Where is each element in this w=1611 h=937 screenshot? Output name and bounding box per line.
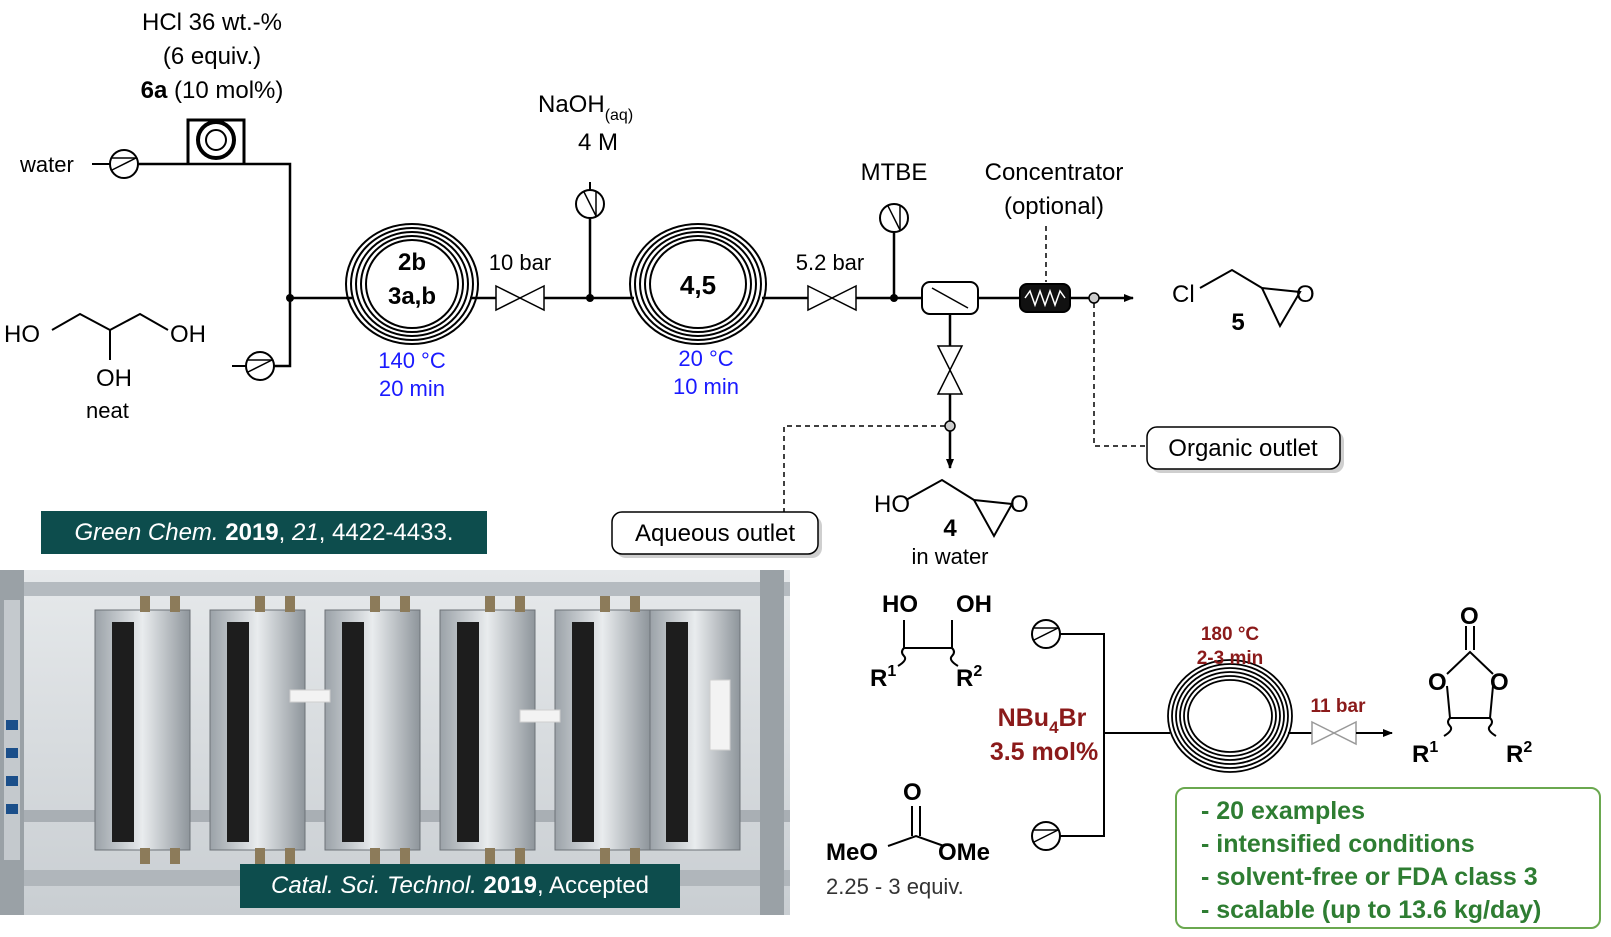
svg-text:MeO: MeO xyxy=(826,839,878,866)
svg-text:(6 equiv.): (6 equiv.) xyxy=(163,43,261,70)
reactor1-label-bottom: 3a,b xyxy=(388,283,436,310)
svg-text:O: O xyxy=(903,779,922,806)
neat-label: neat xyxy=(86,398,129,423)
back-pressure-valve-2-icon xyxy=(807,284,857,312)
feed-line-top xyxy=(138,162,292,298)
feed-line-bottom xyxy=(274,298,292,368)
concentrator-label: Concentrator xyxy=(985,159,1124,186)
feature-item: - intensified conditions xyxy=(1201,830,1475,858)
reactor1-time: 20 min xyxy=(379,376,445,401)
svg-text:HCl 36 wt.-%: HCl 36 wt.-% xyxy=(142,9,282,36)
reactor3-time: 2-3 min xyxy=(1197,648,1264,669)
svg-text:3.5 mol%: 3.5 mol% xyxy=(990,738,1098,766)
catalyst-label: NBu4Br 3.5 mol% xyxy=(990,704,1098,766)
back-pressure-valve-3-icon xyxy=(1311,720,1357,746)
membrane-separator-icon xyxy=(921,281,979,315)
pressure-label-3: 11 bar xyxy=(1311,696,1367,717)
mtbe-pump-icon xyxy=(879,203,909,233)
svg-text:Cl: Cl xyxy=(1172,281,1195,308)
product-4-medium: in water xyxy=(911,544,988,569)
water-label: water xyxy=(19,152,74,177)
svg-text:HO: HO xyxy=(874,491,910,518)
organic-leader xyxy=(1093,303,1147,447)
green-chem-reference: Green Chem. 2019, 21, 4422-4433. xyxy=(41,511,487,554)
organic-sample-point xyxy=(1088,292,1100,304)
mtbe-label: MTBE xyxy=(861,159,928,186)
svg-text:OH: OH xyxy=(956,591,992,618)
svg-text:R2: R2 xyxy=(956,663,982,692)
reactor1-label-top: 2b xyxy=(398,249,426,276)
svg-text:OH: OH xyxy=(96,365,132,392)
reactor3-temp: 180 °C xyxy=(1201,624,1260,645)
peristaltic-pump-icon xyxy=(186,118,246,164)
svg-text:Aqueous outlet: Aqueous outlet xyxy=(635,520,795,547)
product-5-number: 5 xyxy=(1231,309,1244,336)
organic-outlet-callout: Organic outlet xyxy=(1146,426,1344,473)
glycerol-pump-icon xyxy=(232,351,275,381)
water-pump-icon xyxy=(109,149,139,179)
dmc-equivalents: 2.25 - 3 equiv. xyxy=(826,874,964,899)
svg-text:R1: R1 xyxy=(870,663,896,692)
glycerol-structure: HO OH OH xyxy=(4,312,206,392)
reactor2-time: 10 min xyxy=(673,374,739,399)
svg-text:NBu4Br: NBu4Br xyxy=(998,704,1087,737)
svg-text:O: O xyxy=(1296,281,1315,308)
reactor-coil-2-icon xyxy=(629,223,767,345)
naoh-pump-icon xyxy=(575,189,605,219)
svg-text:HO: HO xyxy=(882,591,918,618)
svg-text:6a (10 mol%): 6a (10 mol%) xyxy=(141,77,284,104)
reactor-photo xyxy=(0,570,790,915)
naoh-concentration: 4 M xyxy=(578,129,618,156)
svg-text:O: O xyxy=(1490,669,1509,696)
glycidol-structure: HO O xyxy=(874,478,1029,539)
feature-item: - solvent-free or FDA class 3 xyxy=(1201,863,1538,891)
concentrator-sublabel: (optional) xyxy=(1004,193,1104,220)
reactor-coil-3-icon xyxy=(1167,659,1293,773)
svg-text:O: O xyxy=(1460,603,1479,630)
svg-text:R1: R1 xyxy=(1412,739,1438,768)
cyclic-carbonate-structure: O O O R1 R2 xyxy=(1412,603,1532,768)
aqueous-leader xyxy=(783,425,945,512)
svg-text:Organic outlet: Organic outlet xyxy=(1168,435,1318,462)
svg-text:HO: HO xyxy=(4,321,40,348)
reactor2-temp: 20 °C xyxy=(678,346,733,371)
aqueous-sample-point xyxy=(944,420,956,432)
feature-item: - 20 examples xyxy=(1201,797,1365,825)
features-box: - 20 examples - intensified conditions -… xyxy=(1175,787,1601,929)
product-4-number: 4 xyxy=(943,515,957,542)
back-pressure-valve-1-icon xyxy=(495,284,545,312)
dimethyl-carbonate-structure: O MeO OMe xyxy=(826,779,990,866)
diol-structure: HO OH R1 R2 xyxy=(870,591,992,692)
svg-text:O: O xyxy=(1428,669,1447,696)
concentrator-icon xyxy=(1019,283,1071,313)
catal-sci-reference: Catal. Sci. Technol. 2019, Accepted xyxy=(240,864,680,908)
carbonate-feed-lines xyxy=(1060,633,1105,837)
aqueous-valve-icon xyxy=(936,345,964,395)
reactor2-label: 4,5 xyxy=(680,270,716,300)
diol-pump-icon xyxy=(1031,619,1061,649)
dmc-pump-icon xyxy=(1031,821,1061,851)
reactor-coil-1-icon xyxy=(345,223,479,345)
svg-text:O: O xyxy=(1010,491,1029,518)
pressure-label-2: 5.2 bar xyxy=(796,250,865,275)
aqueous-outlet-callout: Aqueous outlet xyxy=(611,511,822,558)
svg-text:OH: OH xyxy=(170,321,206,348)
svg-text:R2: R2 xyxy=(1506,739,1532,768)
svg-text:OMe: OMe xyxy=(938,839,990,866)
naoh-label: NaOH(aq) xyxy=(538,91,633,124)
epichlorohydrin-structure: Cl O xyxy=(1172,268,1315,329)
pressure-label-1: 10 bar xyxy=(489,250,551,275)
hcl-feed-label: HCl 36 wt.-% (6 equiv.) 6a (10 mol%) xyxy=(141,9,284,104)
feature-item: - scalable (up to 13.6 kg/day) xyxy=(1201,896,1542,924)
reactor1-temp: 140 °C xyxy=(378,348,446,373)
